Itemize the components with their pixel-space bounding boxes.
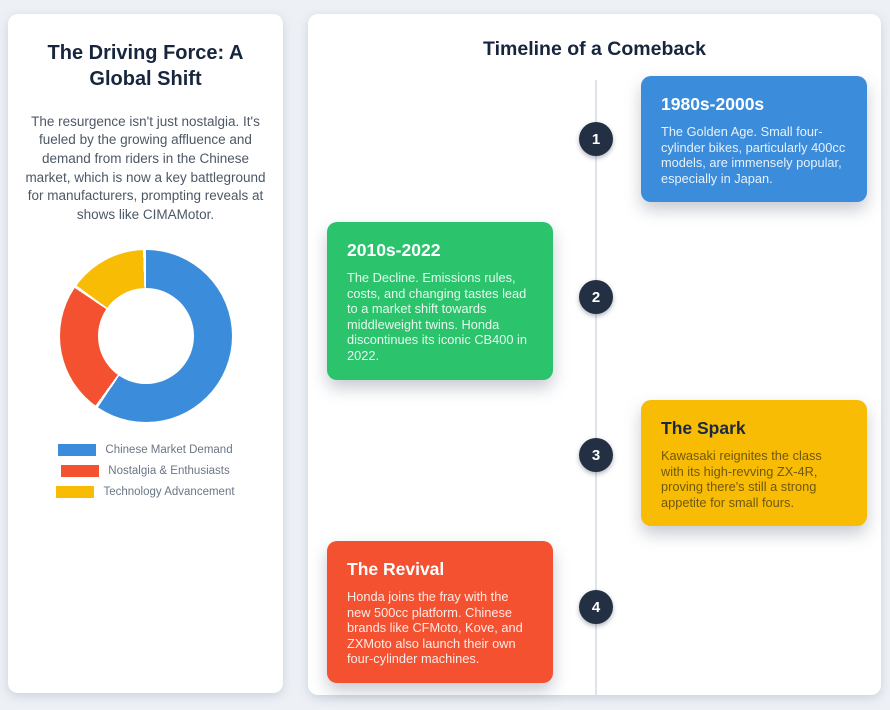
timeline: 1 2 3 4 1980s-2000s The Golden Age. Smal… <box>308 14 881 695</box>
legend-swatch-blue <box>58 444 97 457</box>
doughnut-chart[interactable] <box>59 250 232 423</box>
timeline-item-title: The Revival <box>347 559 445 579</box>
legend-item-chinese-market-demand[interactable]: Chinese Market Demand <box>58 444 233 457</box>
timeline-item-the-revival: The Revival Honda joins the fray with th… <box>327 541 553 683</box>
timeline-card: Timeline of a Comeback 1 2 3 4 1980s-200… <box>308 14 881 695</box>
timeline-item-1980s-2000s: 1980s-2000s The Golden Age. Small four-c… <box>641 76 867 203</box>
legend-item-technology-advancement[interactable]: Technology Advancement <box>56 486 235 499</box>
legend-label: Chinese Market Demand <box>105 444 233 457</box>
marker-number: 2 <box>591 288 601 306</box>
timeline-item-title: 1980s-2000s <box>661 94 765 114</box>
left-card-title: The Driving Force: A Global Shift <box>47 42 244 91</box>
timeline-item-body: Honda joins the fray with the new 500cc … <box>347 589 523 667</box>
timeline-title: Timeline of a Comeback <box>483 38 706 60</box>
timeline-marker-1: 1 <box>579 122 613 156</box>
timeline-item-the-spark: The Spark Kawasaki reignites the class w… <box>641 400 867 527</box>
timeline-item-body: The Golden Age. Small four-cylinder bike… <box>661 124 846 186</box>
timeline-marker-2: 2 <box>579 280 613 314</box>
legend-label: Nostalgia & Enthusiasts <box>108 465 230 478</box>
doughnut-hole <box>97 288 194 385</box>
timeline-item-title: The Spark <box>661 418 746 438</box>
timeline-item-title: 2010s-2022 <box>347 240 441 260</box>
driving-force-card: The Driving Force: A Global Shift The re… <box>8 14 283 693</box>
marker-number: 4 <box>591 598 601 616</box>
timeline-marker-4: 4 <box>579 590 613 624</box>
timeline-item-body: Kawasaki reignites the class with its hi… <box>661 448 822 510</box>
marker-number: 1 <box>591 130 601 148</box>
left-card-paragraph: The resurgence isn't just nostalgia. It'… <box>25 113 266 222</box>
timeline-marker-3: 3 <box>579 438 613 472</box>
chart-legend: Chinese Market Demand Nostalgia & Enthus… <box>20 444 271 499</box>
legend-swatch-red <box>61 465 100 478</box>
legend-swatch-yellow <box>56 486 95 499</box>
marker-number: 3 <box>591 446 601 464</box>
legend-item-nostalgia-enthusiasts[interactable]: Nostalgia & Enthusiasts <box>61 465 230 478</box>
timeline-item-body: The Decline. Emissions rules, costs, and… <box>347 270 527 363</box>
timeline-line <box>595 80 597 695</box>
legend-label: Technology Advancement <box>103 486 235 499</box>
timeline-item-2010s-2022: 2010s-2022 The Decline. Emissions rules,… <box>327 222 553 380</box>
